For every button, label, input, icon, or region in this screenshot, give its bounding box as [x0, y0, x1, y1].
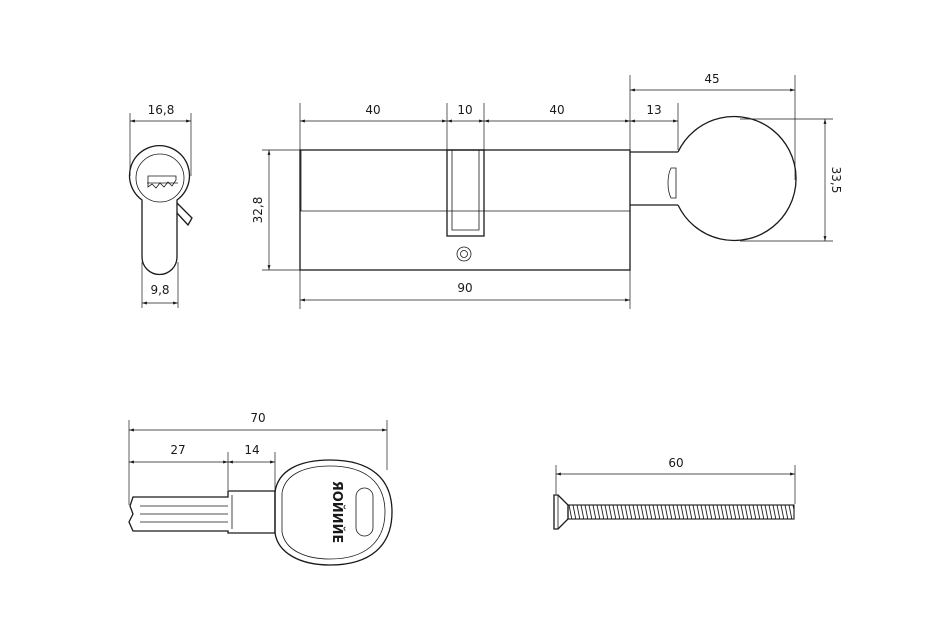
cylinder-side-view: 40 10 40 13 45 32,8 33,5 90 — [251, 72, 843, 309]
dim-total-length: 90 — [457, 281, 472, 295]
dim-cam-width: 10 — [457, 103, 472, 117]
dim-body-height: 32,8 — [251, 197, 265, 224]
screw-drawing: 60 — [553, 456, 796, 530]
dim-key-blade-mid: 14 — [244, 443, 259, 457]
dim-screw-length: 60 — [668, 456, 683, 470]
dim-key-blade-tip: 27 — [170, 443, 185, 457]
dim-knob-diameter: 33,5 — [829, 167, 843, 194]
key-drawing: ЯОЙИЙЕ 70 27 14 — [128, 411, 393, 566]
cylinder-profile-view: 16,8 9,8 — [128, 103, 193, 308]
dim-knob-shaft: 13 — [646, 103, 661, 117]
dim-front-width: 16,8 — [148, 103, 175, 117]
dim-key-total: 70 — [250, 411, 265, 425]
dim-front-bottom-width: 9,8 — [150, 283, 169, 297]
dim-left-section: 40 — [365, 103, 380, 117]
key-brand-logo: ЯОЙИЙЕ — [329, 481, 345, 544]
dim-knob-total: 45 — [704, 72, 719, 86]
dim-right-section: 40 — [549, 103, 564, 117]
